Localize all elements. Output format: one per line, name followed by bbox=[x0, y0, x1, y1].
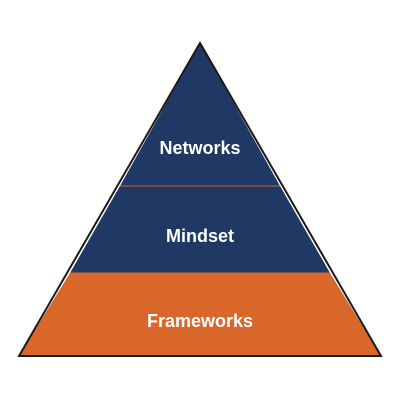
tier-mindset bbox=[70, 186, 330, 273]
tier-networks bbox=[120, 43, 280, 186]
tier-label-networks: Networks bbox=[159, 138, 240, 158]
tier-label-frameworks: Frameworks bbox=[147, 311, 253, 331]
tier-frameworks bbox=[19, 273, 381, 356]
tier-label-mindset: Mindset bbox=[166, 226, 234, 246]
pyramid-outline bbox=[17, 41, 383, 357]
